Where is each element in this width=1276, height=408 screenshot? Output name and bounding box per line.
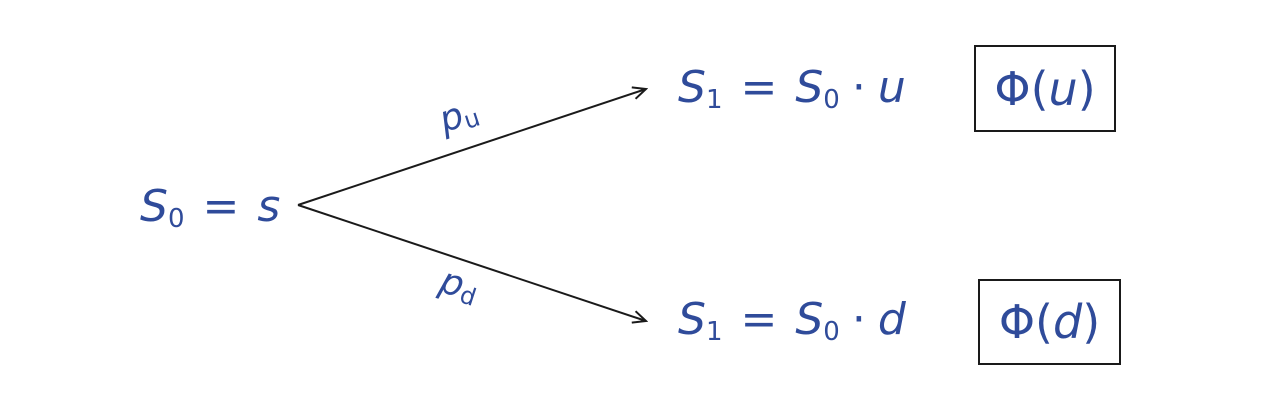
down-node-symbol: S — [678, 294, 706, 345]
up-node-relation: = — [740, 62, 778, 113]
down-node-operator: · — [851, 294, 866, 345]
down-node-relation: = — [740, 294, 778, 345]
down-node-factor: d — [877, 294, 906, 345]
down-payoff-open: ( — [1035, 295, 1053, 349]
up-payoff-open: ( — [1030, 61, 1049, 116]
down-node-subscript: 1 — [705, 317, 723, 347]
up-payoff-box: Φ(u) — [974, 45, 1116, 132]
down-payoff-box: Φ(d) — [978, 279, 1121, 365]
down-payoff-close: ) — [1082, 295, 1101, 349]
up-payoff-close: ) — [1077, 61, 1096, 116]
up-branch-arrow — [297, 89, 646, 206]
root-subscript: 0 — [167, 204, 185, 234]
up-node-operator: · — [851, 62, 866, 113]
down-payoff-arg: d — [1053, 295, 1083, 349]
down-branch-arrow — [297, 204, 646, 321]
up-node-factor: u — [877, 62, 906, 113]
root-value: s — [257, 181, 281, 232]
up-payoff-function: Φ — [994, 61, 1031, 116]
down-node-base-subscript: 0 — [823, 317, 840, 347]
down-node: S1=S0·d — [678, 298, 906, 347]
up-node-base-subscript: 0 — [823, 85, 840, 115]
down-payoff-function: Φ — [998, 295, 1036, 349]
up-node-subscript: 1 — [705, 85, 723, 115]
root-node: S0=s — [140, 185, 280, 234]
down-node-base: S — [795, 294, 824, 345]
root-symbol: S — [140, 181, 168, 232]
up-node-symbol: S — [678, 62, 706, 113]
up-node-base: S — [795, 62, 824, 113]
up-node: S1=S0·u — [678, 66, 906, 115]
up-payoff-arg: u — [1048, 61, 1078, 116]
root-relation: = — [202, 181, 240, 232]
